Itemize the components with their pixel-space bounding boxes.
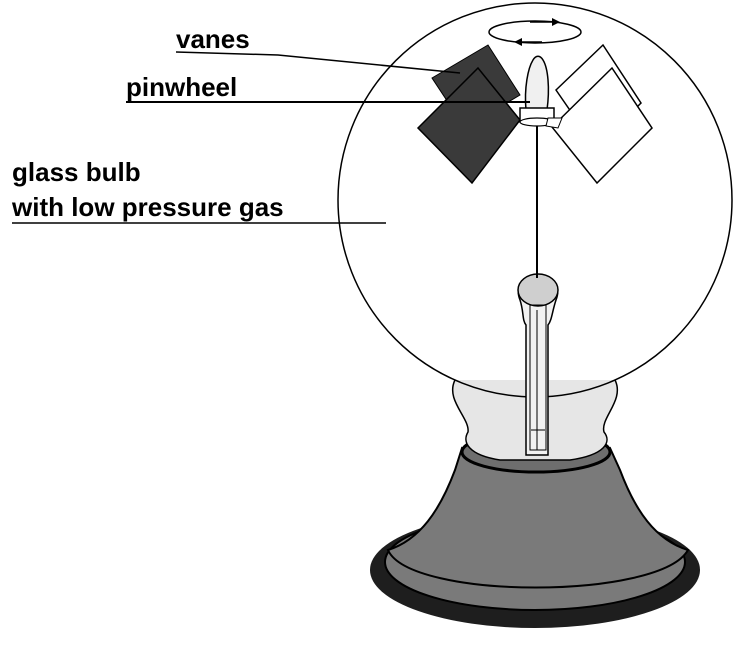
vanes	[416, 43, 653, 185]
label-glass-bulb: glass bulb	[12, 157, 141, 187]
leader-line-vanes	[175, 51, 461, 74]
support-stem	[517, 273, 559, 456]
label-vanes: vanes	[176, 24, 250, 54]
base-cone	[386, 446, 690, 589]
pinwheel-hub	[519, 55, 563, 129]
rotation-arrow-icon	[488, 18, 582, 46]
light-vane-front	[550, 66, 653, 185]
radiometer-base	[370, 430, 700, 628]
label-pinwheel: pinwheel	[126, 72, 238, 102]
label-low-pressure-gas: with low pressure gas	[12, 192, 284, 222]
